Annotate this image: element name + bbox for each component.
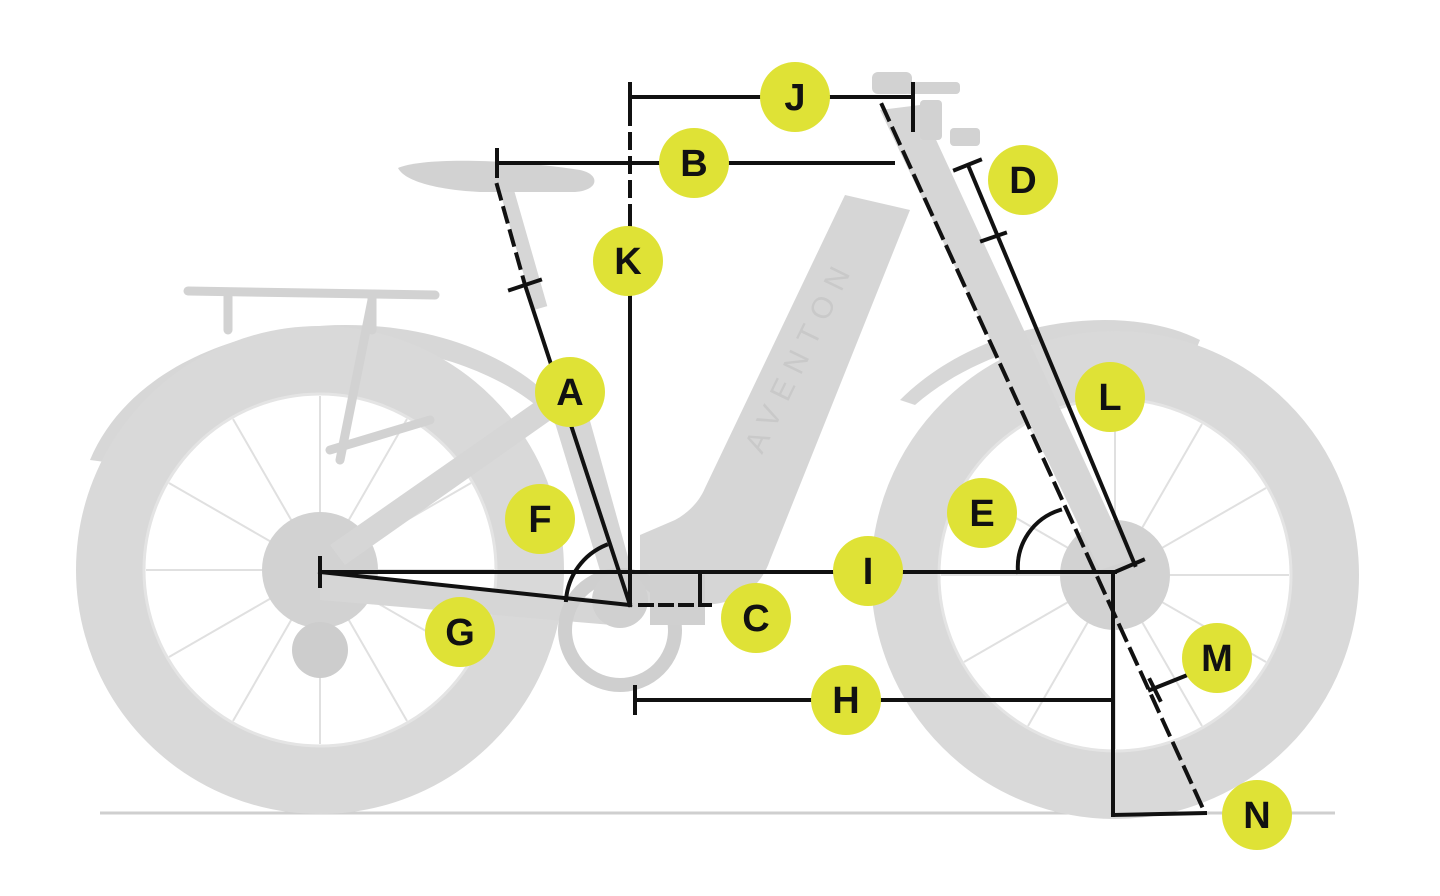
svg-text:K: K (614, 241, 642, 283)
seat-angle-arc (563, 542, 609, 603)
svg-text:M: M (1201, 638, 1233, 680)
label-f: F (505, 484, 575, 554)
label-e: E (947, 478, 1017, 548)
svg-text:E: E (969, 493, 994, 535)
head-angle-arc (1015, 507, 1063, 575)
label-b: B (659, 128, 729, 198)
label-bubbles: J B D K A L E F (425, 62, 1292, 850)
label-l: L (1075, 362, 1145, 432)
label-i: I (833, 536, 903, 606)
label-m: M (1182, 623, 1252, 693)
label-j: J (760, 62, 830, 132)
label-k: K (593, 226, 663, 296)
svg-text:A: A (556, 372, 583, 414)
dimension-a-dashed (494, 182, 528, 288)
steering-axis (879, 102, 1208, 816)
svg-text:B: B (680, 143, 707, 185)
svg-text:J: J (784, 77, 805, 119)
dimension-n (1110, 810, 1208, 818)
label-g: G (425, 597, 495, 667)
chainring (558, 568, 705, 692)
label-d: D (988, 145, 1058, 215)
label-c: C (721, 583, 791, 653)
dimension-a (522, 282, 633, 608)
frame (320, 105, 1130, 625)
label-a: A (535, 357, 605, 427)
front-fender (900, 320, 1200, 405)
handlebar (872, 72, 980, 146)
label-n: N (1222, 780, 1292, 850)
svg-text:F: F (528, 499, 551, 541)
svg-text:I: I (863, 551, 874, 593)
rear-rack (183, 286, 440, 465)
dimension-g (317, 569, 633, 608)
svg-text:L: L (1098, 377, 1121, 419)
dimension-d (965, 162, 1138, 568)
svg-text:C: C (742, 598, 769, 640)
svg-text:G: G (445, 612, 475, 654)
svg-text:H: H (832, 680, 859, 722)
svg-text:D: D (1009, 160, 1036, 202)
label-h: H (811, 665, 881, 735)
svg-text:N: N (1243, 795, 1270, 837)
